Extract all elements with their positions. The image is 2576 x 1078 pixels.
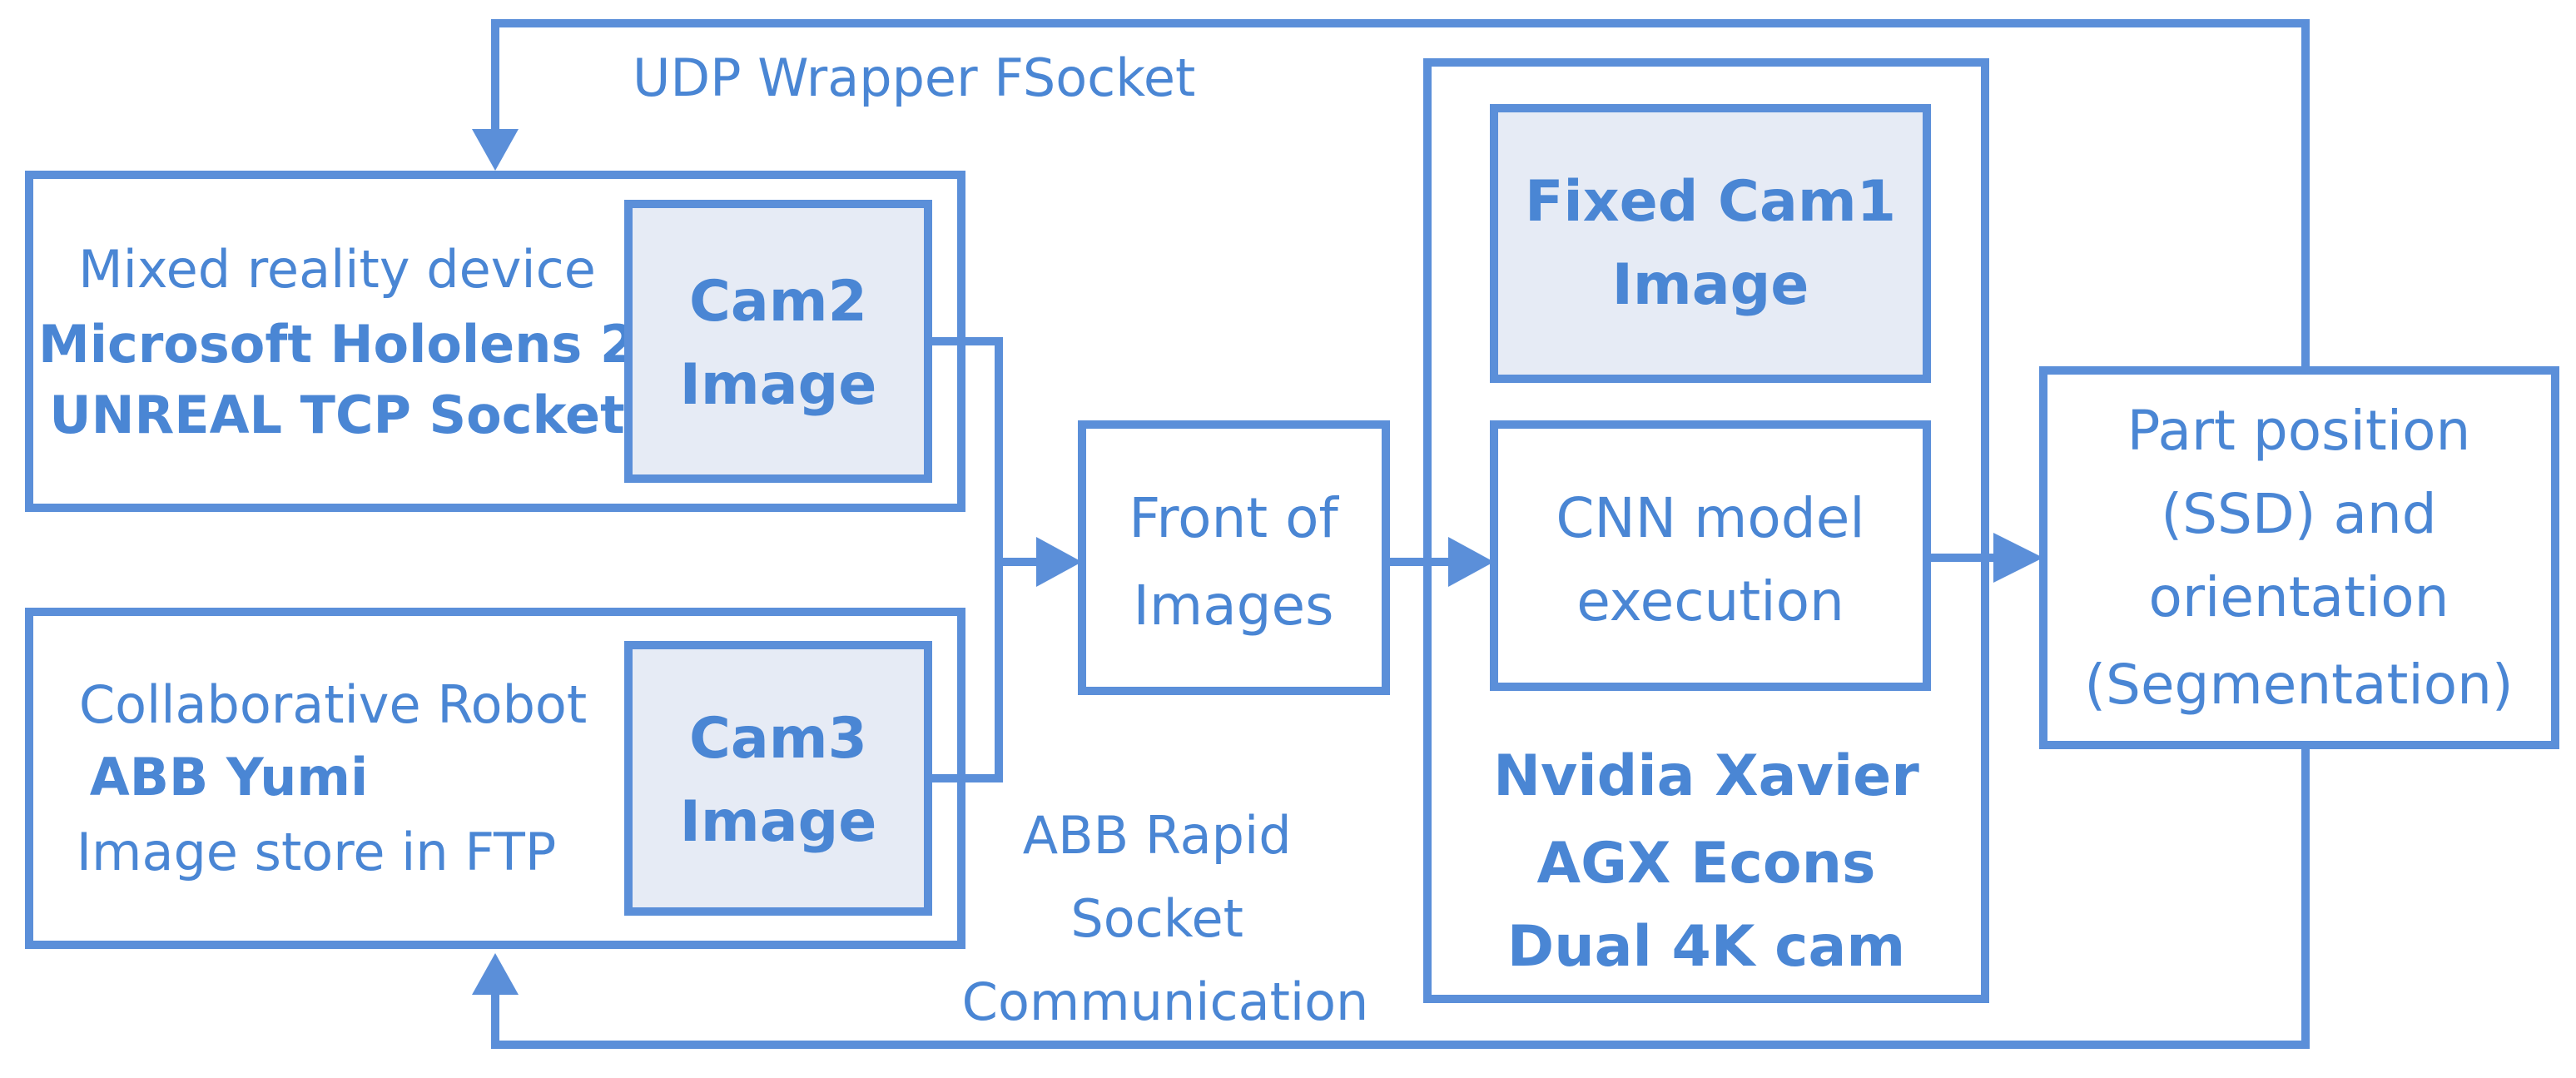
xavier-hw-line3: Dual 4K cam (1507, 914, 1905, 980)
cam3-label: Cam3 (689, 706, 867, 772)
cam2-image-label: Image (680, 352, 877, 418)
cnn-line1: CNN model (1556, 486, 1864, 550)
front-of-images-line1: Front of (1129, 486, 1339, 550)
cam2-label: Cam2 (689, 269, 867, 335)
udp-arrowhead (472, 129, 519, 171)
output-arrowhead (1993, 533, 2043, 583)
udp-loop-connector (491, 19, 2310, 366)
front-of-images-box (1078, 420, 1390, 695)
output-line1: Part position (2127, 399, 2471, 463)
xavier-hw-line1: Nvidia Xavier (1493, 743, 1919, 809)
robot-storage: Image store in FTP (77, 822, 556, 882)
output-line2: (SSD) and (2161, 482, 2436, 546)
cam3-image-box (624, 641, 932, 916)
abb-socket-label: ABB Rapid Socket Communication (962, 805, 1369, 1032)
cam3-connector (928, 562, 1003, 782)
hololens-device-type: Mixed reality device (78, 239, 596, 300)
cam2-image-box (624, 200, 932, 483)
cnn-line2: execution (1576, 569, 1844, 633)
abb-loop-connector (491, 741, 2310, 1049)
robot-type: Collaborative Robot (79, 674, 587, 735)
xavier-hw-line2: AGX Econs (1537, 831, 1876, 897)
abb-arrowhead (472, 953, 519, 995)
hololens-device-name: Microsoft Hololens 2 (38, 314, 636, 375)
fixed-cam1-image-label: Image (1612, 252, 1809, 318)
fixed-cam1-label: Fixed Cam1 (1525, 169, 1896, 235)
output-line4: (Segmentation) (2084, 653, 2513, 717)
hololens-socket: UNREAL TCP Socket (49, 385, 624, 445)
udp-label: UDP Wrapper FSocket (633, 47, 1195, 108)
xavier-box (1423, 58, 1989, 1003)
fixed-cam1-box (1490, 104, 1931, 383)
front-of-images-line2: Images (1133, 574, 1333, 638)
cam3-image-label: Image (680, 789, 877, 855)
front-arrowhead (1036, 537, 1082, 587)
output-line3: orientation (2148, 565, 2449, 629)
output-box (2039, 366, 2559, 749)
cam2-connector (928, 337, 1003, 562)
cnn-box (1490, 420, 1931, 691)
robot-name: ABB Yumi (90, 747, 368, 807)
cnn-arrowhead (1448, 537, 1494, 587)
